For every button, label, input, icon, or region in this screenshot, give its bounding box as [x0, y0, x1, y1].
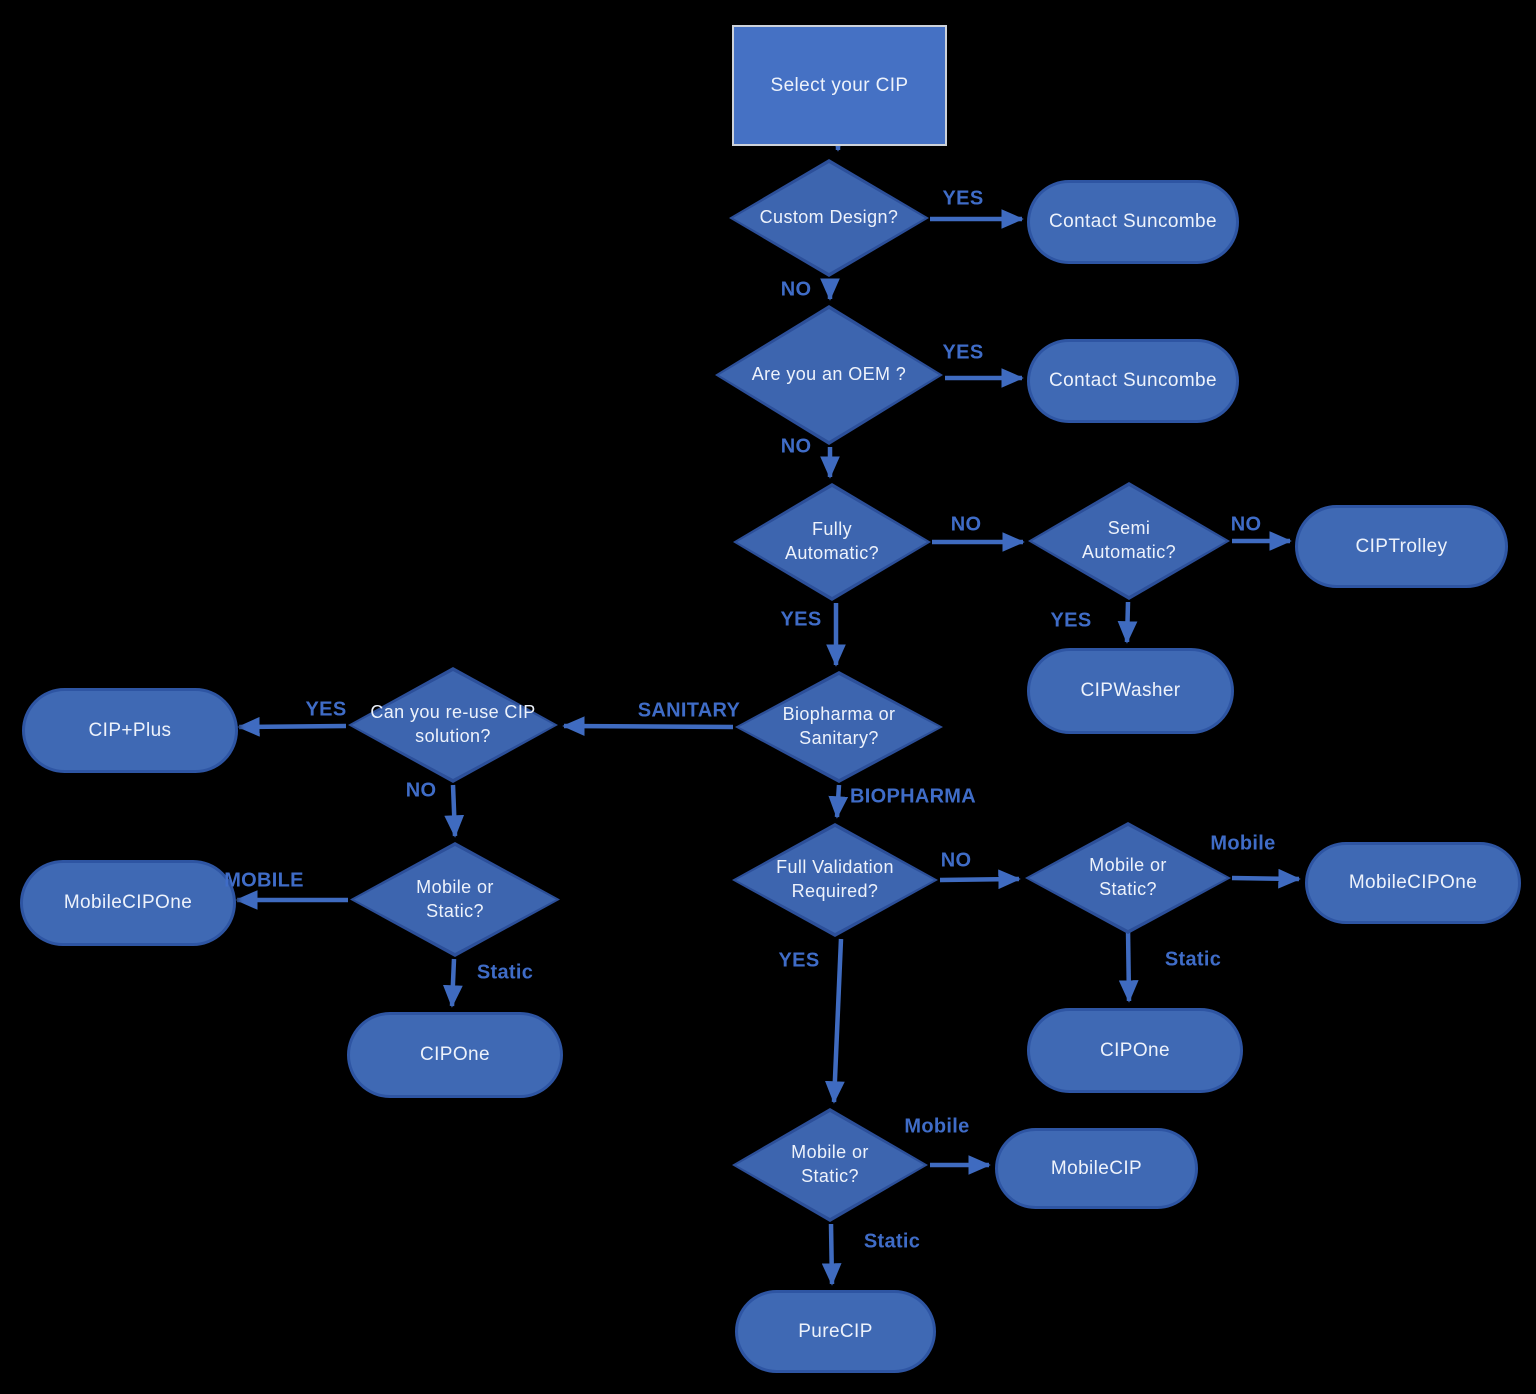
node-start-label: Select your CIP [770, 74, 909, 96]
node-contact-suncombe-1-label: Contact Suncombe [1049, 211, 1217, 232]
node-biopharma-or-sanitary: Biopharma or Sanitary? [735, 671, 943, 783]
node-fully-automatic: Fully Automatic? [733, 483, 931, 601]
node-purecip-label: PureCIP [798, 1320, 873, 1342]
edge-sanitary [562, 716, 734, 737]
edge-reuse-no [444, 784, 465, 838]
node-mobile-cipone-right: MobileCIPOne [1305, 842, 1521, 924]
node-ciptrolley: CIPTrolley [1295, 505, 1508, 588]
node-custom-design-label: Custom Design? [759, 207, 899, 228]
edge-label-semi-yes: YES [1050, 609, 1092, 632]
node-ciptrolley-label: CIPTrolley [1355, 535, 1448, 557]
edge-label-left-static: Static [476, 961, 534, 984]
edge-right-static [1118, 928, 1139, 1003]
node-mobile-or-static-bottom: Mobile or Static? [732, 1108, 928, 1222]
node-biopharma-or-sanitary-label: Biopharma or Sanitary? [782, 704, 896, 748]
node-contact-suncombe-1: Contact Suncombe [1027, 180, 1239, 264]
edge-label-sanitary: SANITARY [637, 699, 741, 722]
node-full-validation-required-label: Full Validation Required? [776, 857, 894, 901]
edge-label-bottom-mobile: Mobile [904, 1115, 970, 1138]
node-cipone-right: CIPOne [1027, 1008, 1243, 1093]
edge-label-reuse-no: NO [405, 779, 437, 802]
edge-label-right-mobile: Mobile [1210, 832, 1276, 855]
node-custom-design: Custom Design? [729, 159, 929, 277]
edge-validation-no [939, 869, 1021, 890]
node-mobilecip: MobileCIP [995, 1128, 1198, 1209]
node-mobile-or-static-left: Mobile or Static? [350, 842, 560, 957]
node-mobile-or-static-left-label: Mobile or Static? [416, 876, 494, 921]
edge-bottom-static [821, 1223, 842, 1286]
node-fully-automatic-label: Fully Automatic? [784, 519, 880, 563]
node-mobile-or-static-bottom-label: Mobile or Static? [791, 1142, 869, 1186]
edge-label-validation-no: NO [940, 849, 972, 872]
edge-label-right-static: Static [1164, 948, 1222, 971]
node-mobile-or-static-right-label: Mobile or Static? [1089, 855, 1167, 899]
edge-right-mobile [1231, 868, 1301, 889]
node-cip-plus: CIP+Plus [22, 688, 238, 773]
edge-label-reuse-yes: YES [305, 698, 347, 721]
node-cip-plus-label: CIP+Plus [88, 719, 172, 741]
node-mobile-cipone-left: MobileCIPOne [20, 860, 236, 946]
node-are-you-oem: Are you an OEM ? [715, 305, 943, 445]
edge-label-semi-no: NO [1230, 513, 1262, 536]
node-reuse-cip-solution: Can you re-use CIP solution? [348, 667, 558, 783]
node-full-validation-required: Full Validation Required? [732, 823, 938, 937]
node-mobile-cipone-right-label: MobileCIPOne [1348, 872, 1478, 893]
node-cipone-left-label: CIPOne [420, 1044, 490, 1065]
node-purecip: PureCIP [735, 1290, 936, 1373]
edge-left-static [442, 958, 463, 1008]
node-semi-automatic: Semi Automatic? [1028, 482, 1230, 600]
node-mobile-or-static-right: Mobile or Static? [1025, 822, 1231, 934]
node-cipwasher: CIPWasher [1027, 648, 1234, 734]
node-cipone-right-label: CIPOne [1100, 1039, 1170, 1061]
edge-label-biopharma: BIOPHARMA [849, 785, 977, 808]
edge-label-bottom-static: Static [863, 1230, 921, 1253]
node-reuse-cip-solution-label: Can you re-use CIP solution? [370, 702, 536, 746]
edge-label-left-mobile: MOBILE [224, 869, 304, 892]
node-cipwasher-label: CIPWasher [1080, 680, 1181, 701]
edge-label-oem-no: NO [780, 435, 812, 458]
node-mobilecip-label: MobileCIP [1050, 1157, 1143, 1179]
edge-label-oem-yes: YES [942, 341, 984, 364]
node-contact-suncombe-2: Contact Suncombe [1027, 339, 1239, 423]
node-start: Select your CIP [732, 25, 947, 146]
node-contact-suncombe-2-label: Contact Suncombe [1049, 370, 1217, 391]
edge-label-custom-design-yes: YES [942, 187, 984, 210]
edge-semi-automatic-yes [1117, 601, 1138, 644]
edge-biopharma [828, 784, 849, 819]
node-are-you-oem-label: Are you an OEM ? [751, 364, 907, 385]
edge-label-validation-yes: YES [778, 949, 820, 972]
node-mobile-cipone-left-label: MobileCIPOne [63, 892, 193, 913]
edge-label-fully-no: NO [950, 513, 982, 536]
edge-validation-yes [824, 938, 845, 1104]
node-semi-automatic-label: Semi Automatic? [1081, 518, 1177, 562]
edge-label-fully-yes: YES [780, 608, 822, 631]
edge-reuse-yes [237, 716, 347, 737]
edge-label-custom-design-no: NO [780, 278, 812, 301]
node-cipone-left: CIPOne [347, 1012, 563, 1098]
